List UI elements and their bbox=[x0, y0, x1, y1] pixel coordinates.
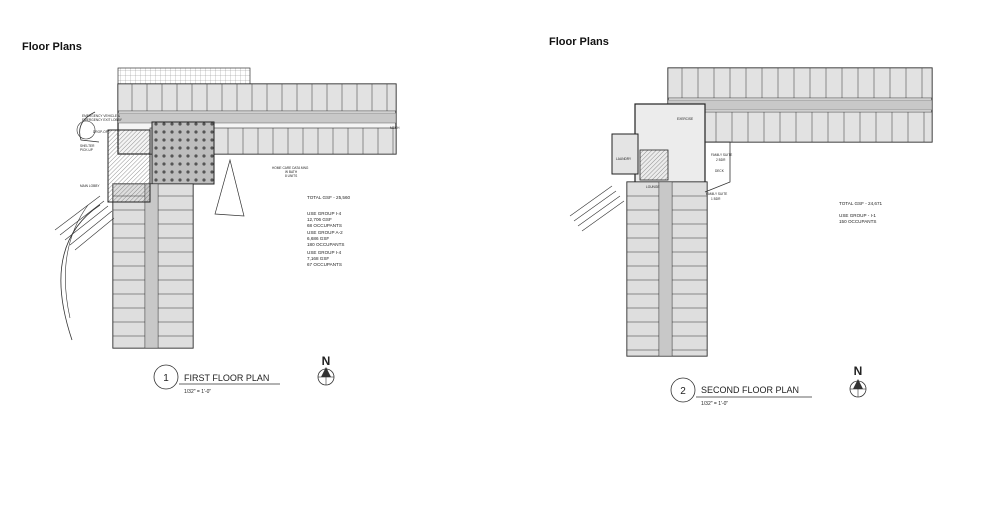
area-notes-2: TOTAL GSF - 24,671 USE GROUP - I-1 150 O… bbox=[839, 201, 883, 224]
north-arrow-2: N bbox=[849, 364, 867, 398]
plan-name-2: SECOND FLOOR PLAN bbox=[701, 385, 799, 395]
dropoff-circle bbox=[76, 120, 96, 140]
dropoff-label: DROP-OFF bbox=[93, 130, 110, 134]
lounge-label: LOUNGE bbox=[646, 185, 659, 189]
note-occ1: 68 OCCUPANTS bbox=[307, 223, 342, 228]
east-wing-2 bbox=[667, 67, 933, 143]
plan-number-1: 1 bbox=[163, 373, 169, 384]
note-ug2: USE GROUP A-2 bbox=[307, 230, 343, 235]
note2-total: TOTAL GSF - 24,671 bbox=[839, 201, 883, 206]
deck-outline bbox=[704, 141, 731, 193]
plan-title-2: 2 SECOND FLOOR PLAN 1/32" = 1'-0" bbox=[670, 377, 812, 407]
note-ug3: USE GROUP I-4 bbox=[307, 250, 342, 255]
family1-label-b: 1 BDR bbox=[711, 197, 721, 201]
dining-hall bbox=[151, 121, 215, 185]
family2-label-a: FAMILY SUITE bbox=[711, 153, 732, 157]
emergency-label-b: EMERGENCY EXIT LOBBY bbox=[82, 118, 123, 122]
family1-label-a: FAMILY SUITE bbox=[706, 192, 727, 196]
deck-label: DECK bbox=[715, 169, 725, 173]
connector-2 bbox=[611, 103, 706, 193]
plan-number-2: 2 bbox=[680, 386, 686, 397]
note-gsf2: 6,686 GSF bbox=[307, 236, 329, 241]
emergency-canopy bbox=[79, 111, 100, 143]
porch-outline bbox=[214, 158, 245, 217]
plan-scale-2: 1/32" = 1'-0" bbox=[701, 401, 728, 407]
second-floor-plan: FAMILY SUITE 2 BDR DECK FAMILY SUITE 1 B… bbox=[569, 67, 933, 407]
daycare-label-a: HOME CARE DATA MNG bbox=[272, 166, 309, 170]
terrace-grid bbox=[117, 67, 251, 86]
south-wing-2 bbox=[626, 181, 708, 357]
note-total: TOTAL GSF - 25,560 bbox=[307, 195, 351, 200]
north-letter-2: N bbox=[854, 364, 863, 378]
sheet-title-right: Floor Plans bbox=[549, 36, 609, 48]
note-gsf1: 12,706 GSF bbox=[307, 217, 332, 222]
sheet-title-left: Floor Plans bbox=[22, 41, 82, 53]
north-letter-1: N bbox=[322, 354, 331, 368]
plan-title-1: 1 FIRST FLOOR PLAN 1/32" = 1'-0" bbox=[153, 364, 280, 395]
main-lobby-label: MAIN LOBBY bbox=[80, 184, 100, 188]
emergency-label-a: EMERGENCY VEHICLE & bbox=[82, 114, 121, 118]
pickup-label: PICK-UP bbox=[80, 148, 93, 152]
note-gsf3: 7,168 GSF bbox=[307, 256, 329, 261]
driveway-arc-outer bbox=[60, 204, 101, 341]
daycare-label-b: W BATH bbox=[285, 170, 298, 174]
plan-name-1: FIRST FLOOR PLAN bbox=[184, 373, 269, 383]
note-occ3: 67 OCCUPANTS bbox=[307, 262, 342, 267]
driveway-arc-inner bbox=[65, 204, 89, 319]
note-occ2: 180 OCCUPANTS bbox=[307, 242, 344, 247]
shelter-label: SHELTER bbox=[80, 144, 95, 148]
core-stair-elevator bbox=[107, 129, 151, 203]
north-arrow-1: N bbox=[317, 354, 335, 386]
note-ug1: USE GROUP I-4 bbox=[307, 211, 342, 216]
daycare-label-c: 8 UNITS bbox=[285, 174, 297, 178]
note2-ug: USE GROUP - I-1 bbox=[839, 213, 876, 218]
plan-scale-1: 1/32" = 1'-0" bbox=[184, 389, 211, 395]
note2-occ: 150 OCCUPANTS bbox=[839, 219, 876, 224]
laundry-label: LAUNDRY bbox=[616, 157, 632, 161]
mech-label: MECH bbox=[390, 126, 400, 130]
family2-label-b: 2 BDR bbox=[716, 158, 726, 162]
canopy-2 bbox=[569, 185, 625, 232]
first-floor-plan: EMERGENCY VEHICLE & EMERGENCY EXIT LOBBY… bbox=[54, 67, 400, 395]
exercise-label: EXERCISE bbox=[677, 117, 693, 121]
area-notes-1: TOTAL GSF - 25,560 USE GROUP I-4 12,706 … bbox=[307, 195, 351, 267]
canopy-stripes bbox=[54, 195, 115, 251]
